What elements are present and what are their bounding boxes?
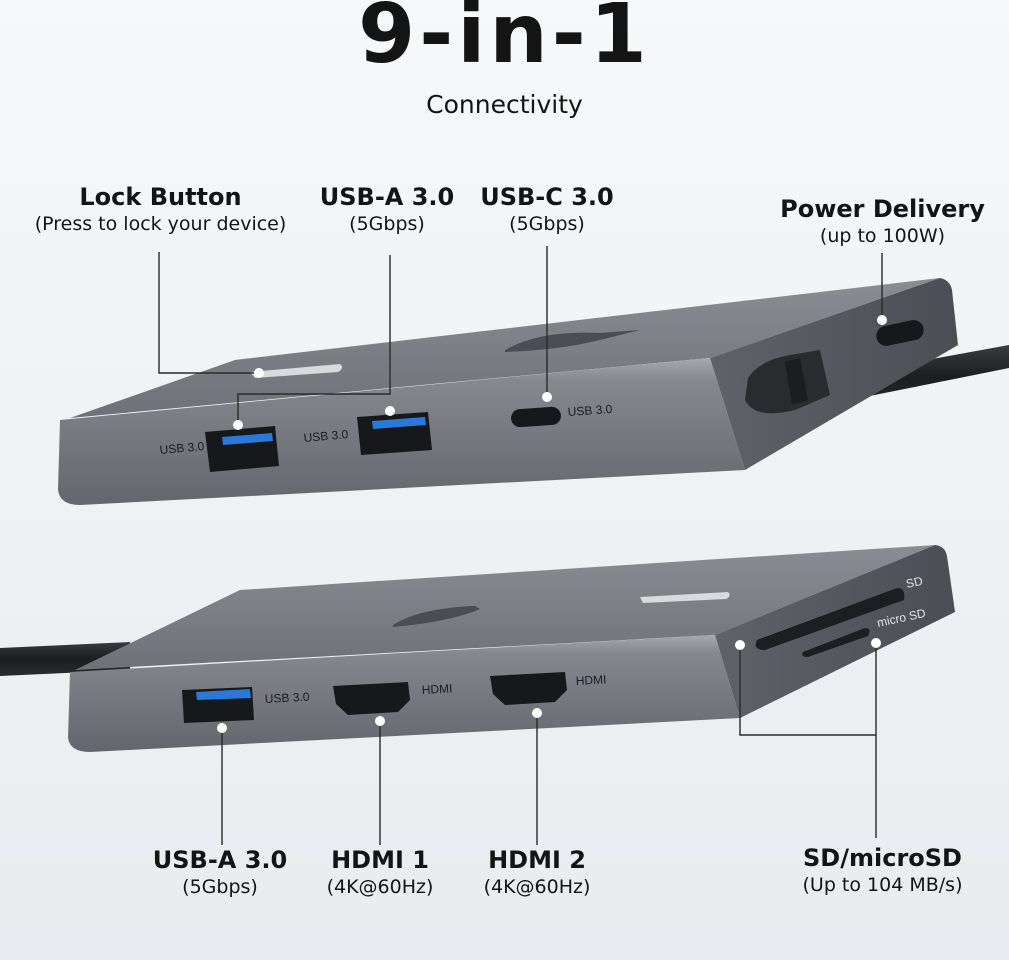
callout-lock-button: Lock Button (Press to lock your device): [28, 182, 293, 236]
callout-detail: (5Gbps): [509, 213, 585, 235]
callout-detail: (4K@60Hz): [483, 876, 591, 898]
hub-bottom-view: USB 3.0 HDMI HDMI SD micro SD: [0, 545, 955, 752]
callout-power-delivery: Power Delivery (up to 100W): [770, 194, 995, 248]
callout-title: SD/microSD: [803, 844, 962, 872]
leader-lines-bottom: [221, 645, 877, 845]
callout-title: USB-A 3.0: [319, 183, 455, 211]
usb-blue-tongue: [222, 433, 273, 445]
port-label: USB 3.0: [567, 402, 613, 419]
hub-top-surface: [75, 545, 935, 670]
indicator-light: [640, 592, 730, 603]
port-label: USB 3.0: [303, 427, 349, 445]
callout-usb-a-bottom: USB-A 3.0 (5Gbps): [140, 845, 300, 899]
headline-subtitle: Connectivity: [426, 90, 583, 119]
callout-title: HDMI 1: [331, 846, 429, 874]
lock-button[interactable]: [250, 364, 343, 378]
callout-title: Lock Button: [79, 183, 242, 211]
callout-title: USB-A 3.0: [152, 846, 288, 874]
callout-hdmi-1: HDMI 1 (4K@60Hz): [310, 845, 450, 899]
callout-hdmi-2: HDMI 2 (4K@60Hz): [467, 845, 607, 899]
port-label: HDMI: [421, 681, 452, 697]
hdmi-port-2[interactable]: HDMI: [490, 672, 607, 705]
cable-connector: [745, 350, 830, 414]
power-delivery-port[interactable]: [874, 318, 925, 348]
usb-blue-tongue: [196, 689, 251, 700]
callout-detail: (Press to lock your device): [34, 213, 287, 235]
port-label: USB 3.0: [159, 439, 205, 457]
callout-title: Power Delivery: [780, 195, 985, 223]
usb-a-port-1[interactable]: USB 3.0: [159, 426, 279, 472]
callout-title: USB-C 3.0: [480, 183, 614, 211]
usb-c-port[interactable]: USB 3.0: [510, 402, 613, 428]
port-label: SD: [905, 574, 925, 591]
hdmi-port-1[interactable]: HDMI: [333, 681, 453, 715]
callout-detail: (Up to 104 MB/s): [802, 874, 963, 896]
leader-lines-top: [158, 246, 883, 425]
callout-detail: (up to 100W): [819, 225, 946, 247]
port-label: USB 3.0: [264, 690, 310, 706]
usb-a-port-3[interactable]: USB 3.0: [182, 687, 310, 723]
usb-a-port-2[interactable]: USB 3.0: [303, 412, 432, 455]
callout-detail: (5Gbps): [349, 213, 425, 235]
usb-blue-tongue: [372, 417, 426, 429]
leader-dots-top: [233, 315, 887, 430]
port-label: HDMI: [575, 672, 606, 688]
brand-logo-icon: [393, 606, 480, 627]
headline-title: 9-in-1: [358, 0, 651, 82]
hub-side-face: [715, 545, 955, 718]
callout-usb-c: USB-C 3.0 (5Gbps): [472, 182, 622, 236]
hub-top-view: USB 3.0 USB 3.0 USB 3.0: [58, 278, 1009, 505]
hub-top-surface: [70, 278, 940, 418]
brand-logo-icon: [505, 330, 640, 352]
callout-sd-microsd: SD/microSD (Up to 104 MB/s): [780, 843, 985, 897]
callout-detail: (5Gbps): [182, 876, 258, 898]
leader-dots-bottom: [217, 638, 881, 733]
sd-card-slot[interactable]: SD: [755, 574, 925, 650]
callout-usb-a-top: USB-A 3.0 (5Gbps): [312, 182, 462, 236]
callout-detail: (4K@60Hz): [326, 876, 434, 898]
callout-title: HDMI 2: [488, 846, 586, 874]
